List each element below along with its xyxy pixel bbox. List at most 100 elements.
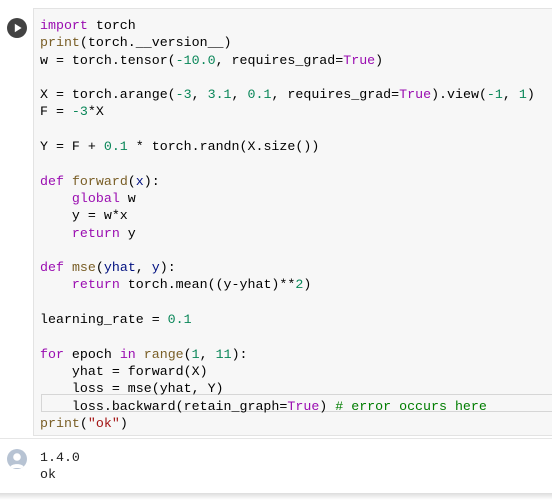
code-token: 11 [215, 346, 232, 362]
code-line[interactable]: import torch [40, 17, 535, 34]
code-token: -3 [71, 104, 88, 120]
code-token: ): [231, 346, 248, 362]
code-token [40, 277, 72, 292]
code-token: True [287, 398, 320, 414]
code-line[interactable]: print(torch.__version__) [40, 34, 535, 51]
code-line[interactable]: def mse(yhat, y): [40, 259, 535, 276]
code-token: epoch [63, 346, 120, 362]
code-token: -10.0 [175, 52, 216, 68]
play-icon [14, 23, 22, 33]
code-token: def [40, 260, 64, 276]
code-token: ).view( [431, 87, 487, 103]
code-token: 1 [518, 87, 527, 103]
code-token: # error occurs here [335, 398, 487, 414]
code-line[interactable]: global w [40, 190, 535, 207]
code-line[interactable]: for epoch in range(1, 11): [40, 346, 535, 363]
code-token: ( [183, 346, 192, 362]
code-token: -3 [175, 87, 192, 103]
code-line[interactable]: X = torch.arange(-3, 3.1, 0.1, requires_… [40, 86, 535, 103]
code-token [64, 260, 72, 275]
code-line[interactable]: loss = mse(yhat, Y) [40, 380, 535, 397]
code-token: range [143, 346, 184, 362]
code-token: print [40, 35, 80, 51]
code-token: import [40, 18, 88, 33]
user-silhouette-icon [9, 453, 25, 468]
code-token: w [119, 190, 136, 206]
code-line[interactable]: w = torch.tensor(-10.0, requires_grad=Tr… [40, 52, 535, 69]
code-line[interactable]: print("ok") [40, 415, 535, 432]
code-token: for [40, 346, 64, 362]
code-token: ( [79, 415, 88, 431]
code-token: ): [143, 173, 160, 189]
code-line[interactable]: ​ [40, 121, 535, 138]
code-token: in [119, 346, 136, 362]
code-line[interactable]: ​ [40, 242, 535, 259]
active-line-highlight [41, 394, 552, 412]
code-token: def [40, 173, 64, 189]
code-line[interactable]: learning_rate = 0.1 [40, 311, 535, 328]
code-token: True [343, 52, 376, 68]
code-token: global [71, 190, 120, 206]
code-line[interactable]: return torch.mean((y-yhat)**2) [40, 276, 535, 293]
output-line: 1.4.0 [40, 450, 80, 465]
code-line[interactable]: y = w*x [40, 207, 535, 224]
code-token: ): [159, 260, 176, 276]
code-token: ) [319, 398, 336, 414]
code-line[interactable]: ​ [40, 294, 535, 311]
code-token: , [191, 87, 208, 103]
code-token: return [71, 225, 120, 241]
code-token: loss = mse(yhat, Y) [40, 381, 224, 397]
code-token: ) [119, 415, 128, 431]
code-token: ) [375, 52, 384, 68]
code-token: 0.1 [247, 87, 272, 103]
code-line[interactable]: yhat = forward(X) [40, 363, 535, 380]
cell-output: 1.4.0 ok [0, 438, 552, 493]
code-token: ( [95, 260, 104, 276]
code-line[interactable]: return y [40, 225, 535, 242]
run-cell-button[interactable] [7, 18, 27, 38]
code-token: , requires_grad= [215, 52, 344, 68]
code-line[interactable]: def forward(x): [40, 173, 535, 190]
output-avatar-icon[interactable] [7, 449, 27, 469]
output-line: ok [40, 467, 56, 483]
code-token: learning_rate = [40, 312, 168, 328]
code-token: yhat [103, 260, 136, 276]
code-line[interactable]: F = -3*X [40, 103, 535, 120]
code-line[interactable]: ​ [40, 155, 535, 172]
code-token: return [71, 277, 120, 293]
code-token: 3.1 [207, 87, 232, 103]
code-token: 0.1 [167, 312, 192, 328]
code-token: Y = F + [40, 139, 104, 155]
code-token: F = [40, 104, 72, 120]
code-token: "ok" [87, 415, 120, 431]
code-token: * torch.randn(X.size()) [127, 139, 320, 155]
code-token: , [135, 260, 152, 276]
code-token [40, 191, 72, 206]
code-token: , requires_grad= [271, 87, 400, 103]
code-line[interactable]: ​ [40, 328, 535, 345]
code-line[interactable]: ​ [40, 69, 535, 86]
code-token: -1 [486, 87, 503, 103]
code-token: yhat = forward(X) [40, 363, 208, 379]
code-token: , [199, 346, 216, 362]
code-token: y = w*x [40, 208, 128, 224]
code-token: ) [526, 87, 535, 103]
code-editor[interactable] [33, 8, 552, 436]
code-token: (torch.__version__) [79, 35, 232, 51]
code-token [64, 174, 72, 189]
code-token: forward [71, 173, 128, 189]
code-token: True [399, 87, 432, 103]
code-line[interactable]: Y = F + 0.1 * torch.randn(X.size()) [40, 138, 535, 155]
code-token: loss.backward(retain_graph= [40, 398, 288, 414]
code-token: y [151, 260, 160, 276]
code-token: print [40, 415, 80, 431]
code-token: ) [303, 277, 312, 293]
code-line[interactable]: loss.backward(retain_graph=True) # error… [40, 398, 535, 415]
code-token: x [135, 173, 144, 189]
code-token [136, 347, 144, 362]
code-token: 0.1 [103, 139, 128, 155]
code-token: ( [127, 173, 136, 189]
code-token: w = torch.tensor( [40, 52, 176, 68]
